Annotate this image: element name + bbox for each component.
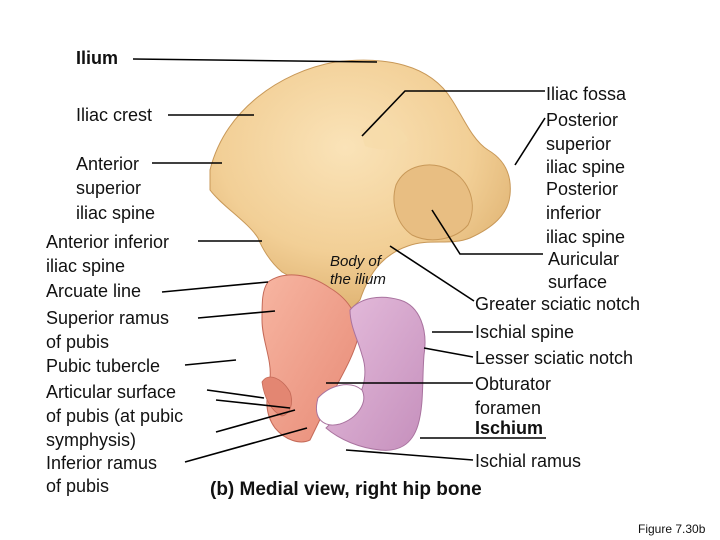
label-psis-line3: iliac spine [546, 157, 626, 177]
label-auricular-line2: surface [548, 272, 608, 292]
ilium-bone [209, 59, 511, 311]
label-piis-line3: iliac spine [546, 227, 626, 247]
label-articular-line2: of pubis (at pubic [46, 406, 184, 426]
label-auricular-line1: Auricular [548, 249, 620, 269]
label-asis-line1: Anterior [76, 154, 140, 174]
label-asis-line2: superior [76, 178, 142, 198]
label-superior-ramus-line1: Superior ramus [46, 308, 170, 328]
label-aiis-line1: Anterior inferior [46, 232, 170, 252]
label-piis-line1: Posterior [546, 179, 619, 199]
label-arcuate-line: Arcuate line [46, 281, 142, 301]
obturator-foramen [316, 384, 365, 426]
label-lesser-sciatic-notch: Lesser sciatic notch [475, 348, 634, 368]
label-piis-line2: inferior [546, 203, 602, 223]
label-greater-sciatic-notch: Greater sciatic notch [475, 294, 641, 314]
label-superior-ramus-line2: of pubis [46, 332, 110, 352]
label-pubic-tubercle: Pubic tubercle [46, 356, 161, 376]
leader-lines [132, 58, 546, 463]
label-body-ilium-line1: Body of [330, 253, 381, 270]
label-inferior-ramus-line2: of pubis [46, 476, 110, 496]
label-iliac-crest: Iliac crest [76, 105, 153, 125]
figure-caption: (b) Medial view, right hip bone [210, 479, 482, 500]
label-ischium: Ischium [475, 418, 544, 438]
label-ischial-ramus: Ischial ramus [475, 451, 582, 471]
label-body-ilium-line2: the ilium [330, 271, 386, 288]
label-ilium: Ilium [76, 48, 119, 68]
label-aiis-line2: iliac spine [46, 256, 126, 276]
label-obturator-line2: foramen [475, 398, 542, 418]
auricular-region [393, 164, 473, 241]
label-articular-line1: Articular surface [46, 382, 177, 402]
label-psis-line2: superior [546, 134, 612, 154]
label-inferior-ramus-line1: Inferior ramus [46, 453, 158, 473]
label-iliac-fossa: Iliac fossa [546, 84, 627, 104]
label-ischial-spine: Ischial spine [475, 322, 575, 342]
label-asis-line3: iliac spine [76, 203, 156, 223]
label-articular-line3: symphysis) [46, 430, 137, 450]
label-psis-line1: Posterior [546, 110, 619, 130]
figure-number: Figure 7.30b [638, 522, 706, 536]
label-obturator-line1: Obturator [475, 374, 552, 394]
